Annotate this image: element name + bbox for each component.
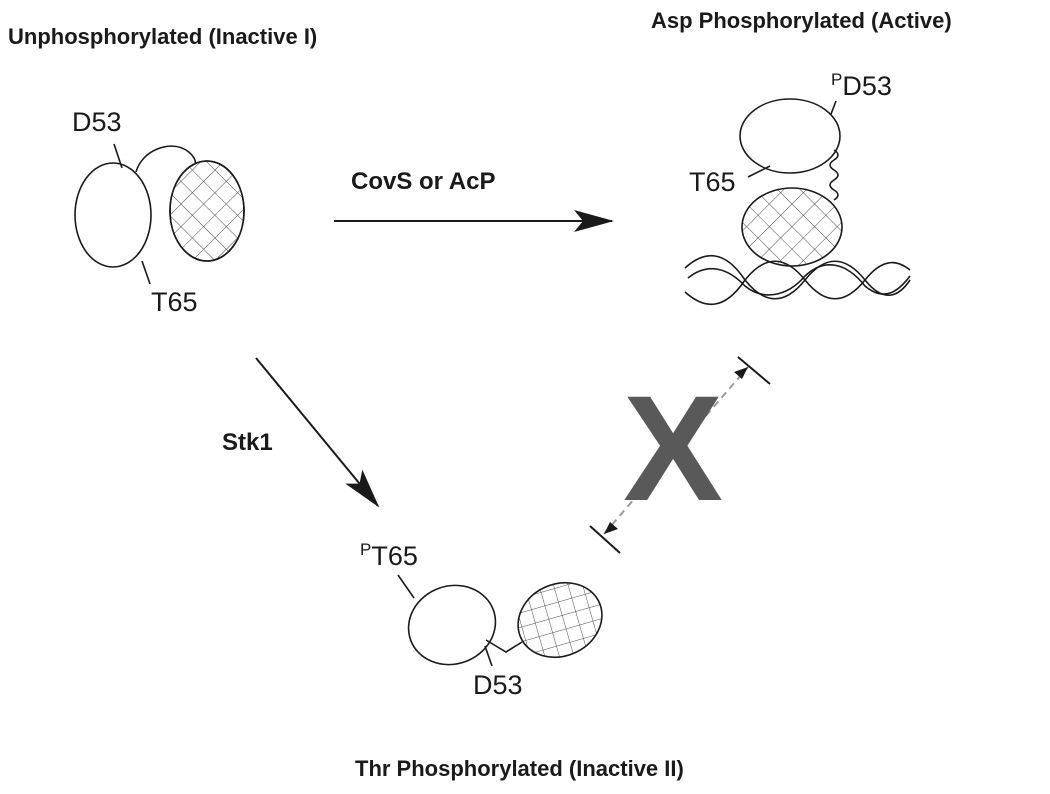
effector-domain-hatch <box>169 160 245 262</box>
residue-label-pt65: PT65 <box>360 540 418 571</box>
blocked-bar-bottom <box>589 525 621 554</box>
squiggle-linker <box>829 149 839 201</box>
state-title-unphosphorylated: Unphosphorylated (Inactive I) <box>8 24 317 49</box>
arrow-label-covs-acp: CovS or AcP <box>351 168 495 195</box>
pointer-t65 <box>141 260 151 285</box>
residue-label-d53-inactive2: D53 <box>473 670 523 700</box>
pointer-pt65 <box>397 574 415 599</box>
blocked-arrowhead-top <box>734 367 748 379</box>
diagonal-arrow <box>255 357 380 508</box>
receiver-domain-inactive2 <box>407 584 497 666</box>
dna-strand-2 <box>684 260 911 305</box>
residue-label-t65-active: T65 <box>689 167 736 197</box>
state-title-asp-phosphorylated: Asp Phosphorylated (Active) <box>651 8 952 33</box>
blocked-dashed-line <box>603 366 749 535</box>
interdomain-linker-inactive2 <box>485 639 523 653</box>
receiver-domain-active <box>739 98 841 174</box>
phospho-prefix-t65: P <box>360 540 371 559</box>
dna-strand-3 <box>687 264 911 296</box>
residue-label-t65: T65 <box>151 287 198 317</box>
residue-label-d53-active: D53 <box>842 71 892 101</box>
effector-domain-active <box>741 187 843 267</box>
residue-label-pd53: PD53 <box>831 70 892 101</box>
phospho-prefix: P <box>831 70 842 89</box>
residue-label-d53: D53 <box>72 107 122 137</box>
residue-label-t65-inactive2: T65 <box>371 541 418 571</box>
blocked-bar-top <box>737 356 771 385</box>
receiver-domain <box>74 162 152 268</box>
blocked-arrowhead-bottom <box>604 522 618 534</box>
state-thr-phosphorylated: PT65 D53 Thr Phosphorylated (Inactive II… <box>355 540 684 781</box>
state-asp-phosphorylated: Asp Phosphorylated (Active) PD53 T65 <box>651 8 952 305</box>
interdomain-linker <box>135 145 197 173</box>
blocked-x-mark: X <box>623 364 723 532</box>
pointer-d53-inactive2 <box>484 645 493 667</box>
arrow-to-thr-phosphorylated: Stk1 <box>222 357 380 508</box>
effector-domain-inactive2 <box>517 581 603 659</box>
pointer-d53 <box>113 143 123 169</box>
state-title-thr-phosphorylated: Thr Phosphorylated (Inactive II) <box>355 756 684 781</box>
state-unphosphorylated: Unphosphorylated (Inactive I) D53 T65 <box>8 24 317 317</box>
arrow-to-active: CovS or AcP <box>334 168 614 232</box>
blocked-conversion: X <box>589 356 771 554</box>
arrow-label-stk1: Stk1 <box>222 429 273 456</box>
pointer-t65-active <box>747 165 771 178</box>
